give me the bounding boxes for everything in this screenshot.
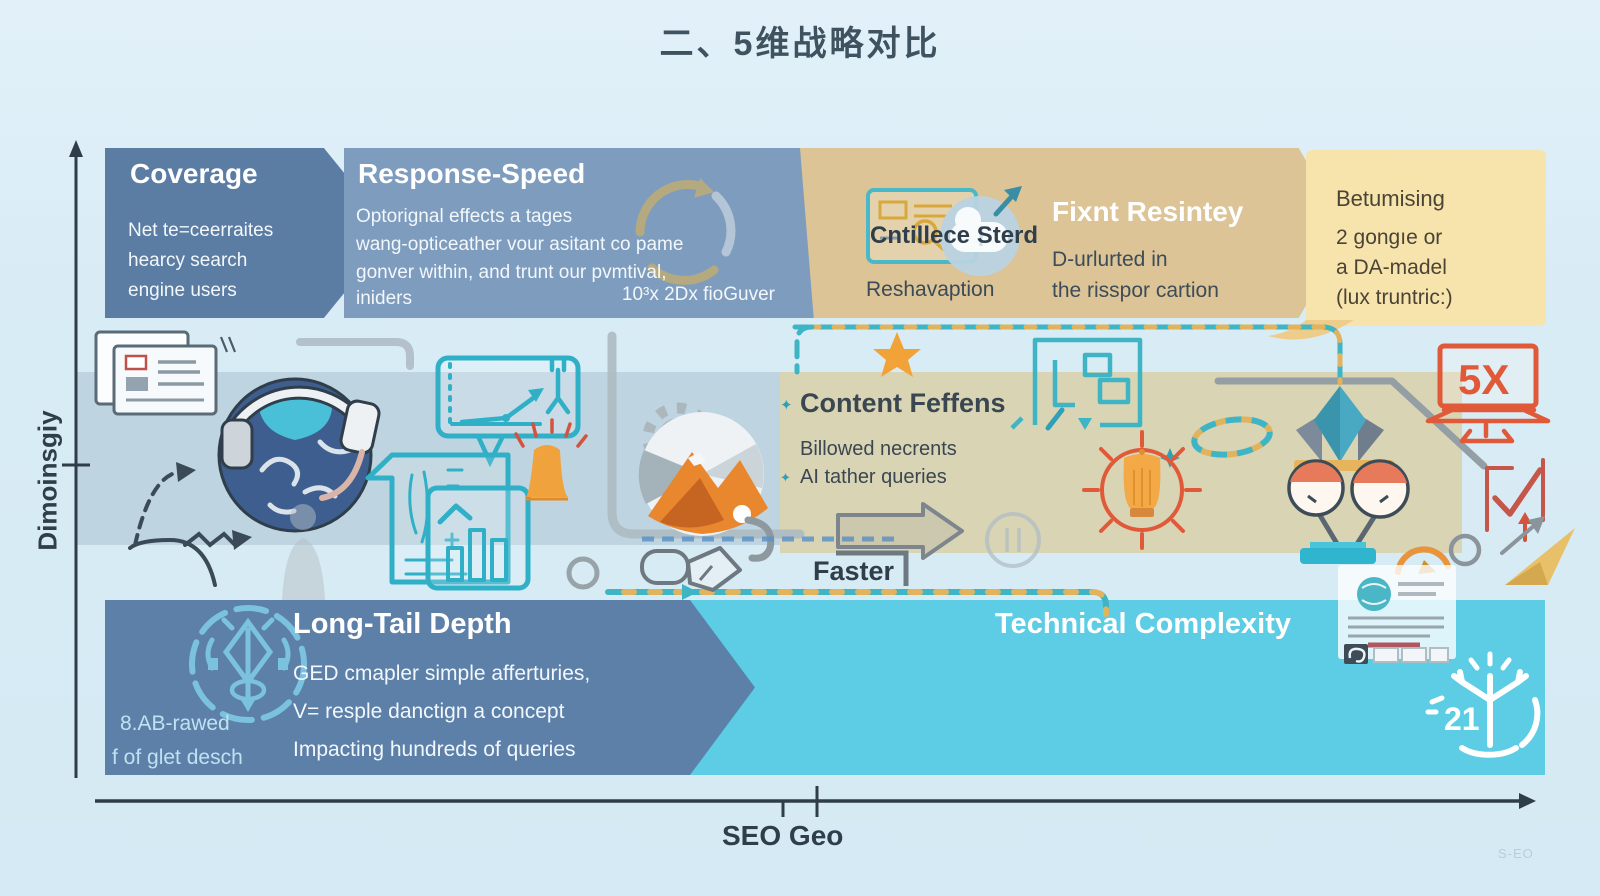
crystal-icon — [1294, 386, 1394, 471]
webpage-card-icon — [1338, 565, 1456, 664]
technical-complexity-title: Technical Complexity — [995, 608, 1291, 640]
connector-pipe-left — [296, 338, 414, 370]
long-tail-side-note: 8.AB-rawed — [120, 712, 230, 735]
betumising-line: a DA-madel — [1336, 256, 1447, 279]
pencil-slash-icon — [1045, 407, 1065, 431]
betumising-line: 2 gongıe or — [1336, 226, 1443, 249]
content-bullet-icon: ✦ — [780, 397, 793, 414]
content-line: Billowed necrents — [800, 438, 957, 460]
report-doc-icon — [365, 452, 531, 591]
intelligence-sublabel: Reshavaption — [866, 278, 995, 301]
tree-21-icon: 21 — [1425, 651, 1541, 758]
fixnt-line: the risspor cartion — [1052, 279, 1219, 302]
y-axis-label: Dimoinsgiy — [32, 410, 63, 551]
response-stat: 10³x 2Dx fioGuver — [621, 284, 775, 305]
headset-globe-icon — [217, 377, 381, 533]
content-title: Content Feffens — [800, 388, 1006, 418]
sparkle-icon — [1160, 448, 1180, 468]
small-circle-icon — [566, 556, 600, 590]
x-axis — [95, 786, 1536, 817]
lightbulb-icon — [1082, 430, 1202, 550]
long-tail-line: Impacting hundreds of queries — [293, 738, 576, 761]
betumising-line: (lux truntric:) — [1336, 286, 1453, 309]
betumising-box-shape — [1306, 150, 1546, 326]
faster-label: Faster — [813, 556, 895, 586]
x-axis-label: SEO Geo — [722, 820, 844, 851]
trend-arrow-icon — [993, 186, 1022, 217]
watermark: S-EO — [1498, 846, 1534, 861]
fixnt-arrow-shape — [800, 148, 1348, 318]
long-tail-title: Long-Tail Depth — [293, 608, 512, 640]
betumising-tail — [1268, 320, 1354, 340]
fixnt-line: D-urlurted in — [1052, 248, 1168, 271]
search-card-icon — [866, 188, 1020, 276]
zigzag-arrow-icon — [183, 530, 252, 550]
mandala-emblem-icon — [189, 605, 307, 723]
gauge-icons — [1287, 459, 1410, 564]
response-speed-title: Response-Speed — [358, 158, 586, 189]
coverage-line: Net te=ceerraites — [128, 220, 274, 241]
dashed-route-top — [792, 324, 1343, 386]
coverage-line: hearcy search — [128, 250, 248, 271]
long-tail-line: GED cmapler simple afferturies, — [293, 662, 591, 685]
checkmark-panel-icon — [1485, 458, 1545, 542]
up-right-arrow-icon — [1500, 516, 1545, 555]
connector-pipe-center — [607, 331, 805, 539]
response-speed-band-shape — [344, 148, 822, 318]
curved-arrow-icon — [128, 462, 217, 587]
star-icon — [873, 332, 921, 377]
coverage-title: Coverage — [130, 158, 258, 189]
betumising-title: Betumising — [1336, 186, 1445, 211]
coverage-line: engine users — [128, 280, 237, 301]
page-title: 二、5维战略对比 — [659, 25, 941, 63]
long-tail-side-note: f of glet desch — [112, 746, 243, 769]
small-circle-icon-right — [1448, 533, 1482, 567]
monitor-5x-icon: 5X — [1425, 343, 1551, 444]
paper-plane-icon — [1505, 528, 1575, 585]
content-bullet-icon: ✦ — [780, 470, 791, 485]
alert-icon — [514, 418, 588, 501]
browser-docs-icon — [94, 330, 237, 416]
response-line: iniders — [356, 288, 412, 309]
monitor-stat-value: 5X — [1458, 356, 1509, 403]
long-tail-line: V= resple danctign a concept — [293, 700, 565, 723]
chain-loop-icon — [1191, 416, 1273, 458]
tree-stat-value: 21 — [1444, 701, 1480, 737]
dashed-route-mid — [605, 584, 1109, 617]
chart-bubble-icon — [435, 355, 581, 468]
faster-bracket — [836, 550, 909, 586]
connector-pipe-right — [1214, 377, 1488, 470]
image-mountain-icon — [638, 412, 775, 562]
refresh-arrows-icon — [635, 178, 736, 285]
fixnt-title: Fixnt Resintey — [1052, 196, 1244, 227]
long-tail-arrow-shape — [105, 600, 755, 775]
tag-pencil-icon — [640, 546, 742, 592]
person-silhouette — [282, 504, 325, 600]
response-line: gonver within, and trunt our pvmtival, — [356, 262, 667, 283]
coin-badge-icon — [985, 512, 1041, 568]
y-axis — [62, 140, 90, 778]
content-line: AI tather queries — [800, 466, 947, 488]
maze-icon — [1010, 337, 1143, 430]
response-line: Optorignal effects a tages — [356, 206, 573, 227]
faster-arrow-icon — [836, 502, 964, 560]
intelligence-label: Cntillece Sterd — [870, 222, 1039, 249]
response-line: wang-opticeather vour asitant co pame — [356, 234, 684, 255]
